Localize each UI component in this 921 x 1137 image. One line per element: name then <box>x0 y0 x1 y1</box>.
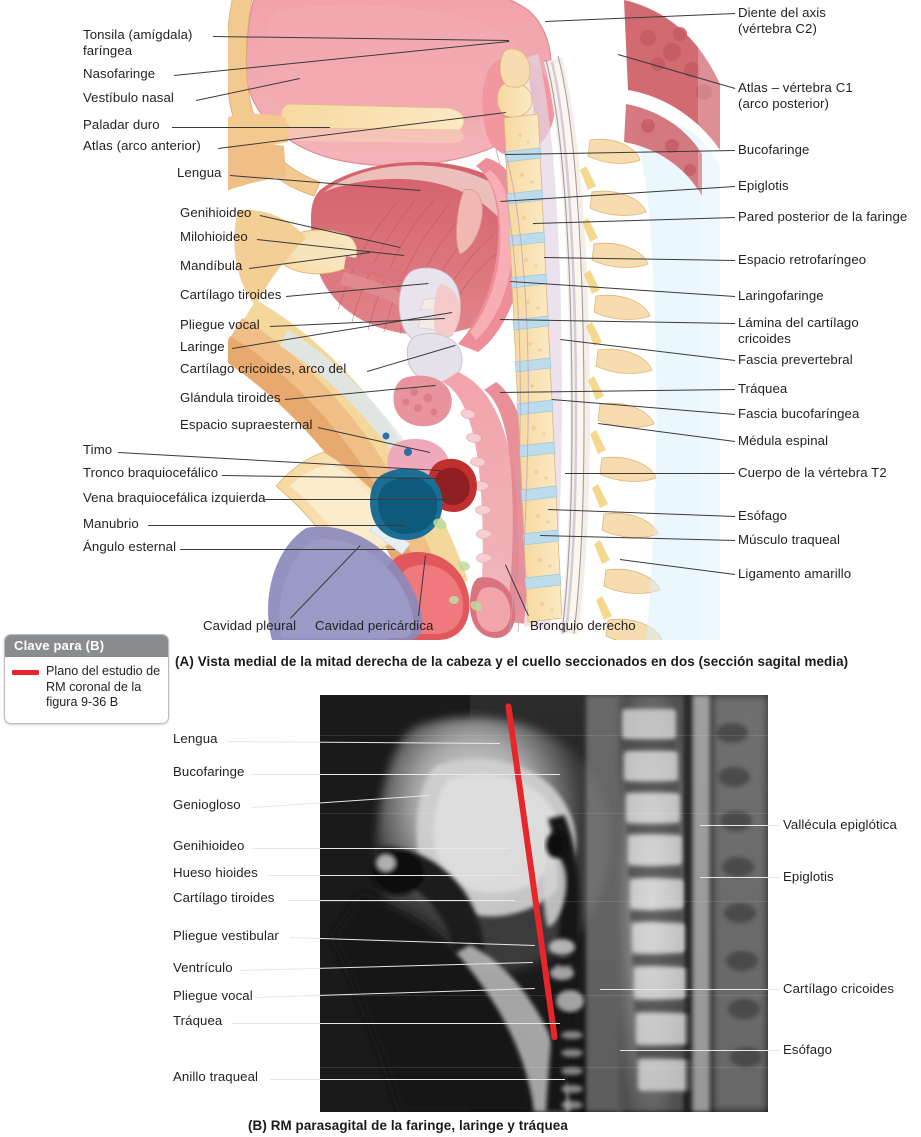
anatomy-label: Genihioideo <box>180 205 252 220</box>
anatomy-label: Cartílago tiroides <box>173 890 275 905</box>
anatomy-label: Espacio retrofaríngeo <box>738 252 867 267</box>
anatomy-label: Timo <box>83 442 113 457</box>
key-box-header: Clave para (B) <box>5 635 168 657</box>
anatomy-label: Diente del axis (vértebra C2) <box>738 5 826 36</box>
anatomy-label: Bucofaringe <box>738 142 810 157</box>
anatomy-label: Fascia prevertebral <box>738 352 853 367</box>
anatomy-label: Atlas (arco anterior) <box>83 138 201 153</box>
anatomy-label: Lengua <box>177 165 222 180</box>
anatomy-label: Vallécula epiglótica <box>783 817 897 832</box>
anatomy-label: Nasofaringe <box>83 66 156 81</box>
leader-line <box>180 549 395 550</box>
leader-line <box>620 1049 780 1051</box>
anatomy-label: Hueso hioides <box>173 865 258 880</box>
anatomy-label: Cartílago tiroides <box>180 287 282 302</box>
anatomy-label: Cavidad pericárdica <box>315 618 434 633</box>
key-color-swatch <box>12 670 39 675</box>
anatomy-label: Ángulo esternal <box>83 539 177 554</box>
anatomy-label: Tronco braquiocefálico <box>83 465 219 480</box>
anatomy-label: Tráquea <box>173 1013 223 1028</box>
anatomy-label: Bucofaringe <box>173 764 245 779</box>
anatomy-label: Esófago <box>783 1042 833 1057</box>
leader-line <box>287 900 515 902</box>
anatomy-label: Lengua <box>173 731 218 746</box>
anatomy-label: Médula espinal <box>738 433 829 448</box>
anatomy-label: Bronquio derecho <box>530 618 636 633</box>
key-box: Clave para (B) Plano del estudio de RM c… <box>4 634 169 724</box>
anatomy-label: Pared posterior de la faringe <box>738 209 908 224</box>
sagittal-section-illustration <box>228 0 720 640</box>
anatomy-label: Vestíbulo nasal <box>83 90 174 105</box>
anatomy-label: Esófago <box>738 508 788 523</box>
leader-line <box>700 824 780 826</box>
anatomy-label: Glándula tiroides <box>180 390 281 405</box>
anatomy-label: Tráquea <box>738 381 788 396</box>
anatomy-label: Pliegue vestibular <box>173 928 279 943</box>
key-entry-text: Plano del estudio de RM coronal de la fi… <box>46 664 161 709</box>
leader-line <box>232 1023 560 1025</box>
anatomy-label: Ligamento amarillo <box>738 566 852 581</box>
panel-b-caption: (B) RM parasagital de la faringe, laring… <box>248 1118 568 1133</box>
anatomy-label: Tonsila (amígdala) faríngea <box>83 27 193 58</box>
anatomy-label: Laringe <box>180 339 225 354</box>
anatomy-label: Vena braquiocefálica izquierda <box>83 490 266 505</box>
leader-line <box>268 875 520 877</box>
anatomy-label: Anillo traqueal <box>173 1069 259 1084</box>
anatomy-label: Manubrio <box>83 516 139 531</box>
anatomy-label: Fascia bucofaríngea <box>738 406 860 421</box>
anatomy-label: Atlas – vértebra C1 (arco posterior) <box>738 80 853 111</box>
anatomy-label: Lámina del cartílago cricoides <box>738 315 859 346</box>
anatomy-label: Laringofaringe <box>738 288 824 303</box>
leader-line <box>172 127 330 128</box>
anatomy-label: Pliegue vocal <box>173 988 253 1003</box>
anatomy-label: Cuerpo de la vértebra T2 <box>738 465 887 480</box>
anatomy-label: Cartílago cricoides, arco del <box>180 361 347 376</box>
anatomy-label: Milohioideo <box>180 229 248 244</box>
mri-parasagittal-image <box>320 695 768 1112</box>
anatomy-label: Músculo traqueal <box>738 532 841 547</box>
panel-a-caption: (A) Vista medial de la mitad derecha de … <box>175 654 849 669</box>
leader-line <box>264 499 450 500</box>
anatomy-label: Paladar duro <box>83 117 160 132</box>
leader-line <box>253 848 510 850</box>
anatomy-label: Mandíbula <box>180 258 243 273</box>
leader-line <box>600 988 780 990</box>
anatomy-label: Epiglotis <box>783 869 834 884</box>
leader-line <box>565 473 735 474</box>
anatomy-label: Epiglotis <box>738 178 789 193</box>
anatomy-label: Geniogloso <box>173 797 241 812</box>
leader-line <box>700 876 780 878</box>
leader-line <box>148 525 405 526</box>
anatomy-label: Ventrículo <box>173 960 233 975</box>
leader-line <box>251 774 560 776</box>
anatomy-label: Espacio supraesternal <box>180 417 313 432</box>
anatomy-label: Cartílago cricoides <box>783 981 895 996</box>
anatomy-label: Cavidad pleural <box>203 618 297 633</box>
anatomy-label: Pliegue vocal <box>180 317 260 332</box>
anatomy-label: Genihioideo <box>173 838 245 853</box>
leader-line <box>270 1079 565 1081</box>
